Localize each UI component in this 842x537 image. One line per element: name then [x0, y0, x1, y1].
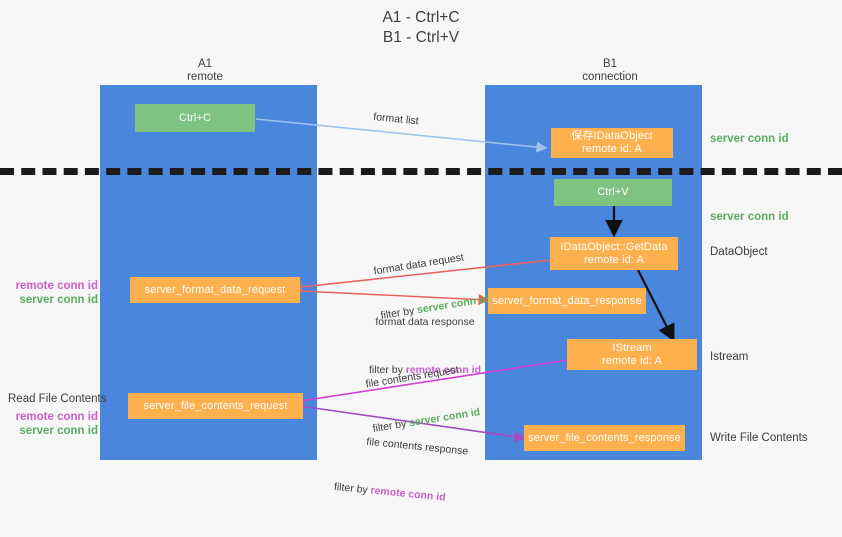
node-save-idataobject[interactable]: 保存IDataObject remote id: A — [551, 128, 673, 158]
column-header-a1: A1 remote — [187, 58, 223, 83]
right-label-dataobject: DataObject — [710, 246, 768, 258]
filter-prefix: filter by — [368, 364, 406, 376]
node-server-format-data-response[interactable]: server_format_data_response — [488, 288, 646, 314]
edge-label-line-filter: filter by remote conn id — [335, 363, 515, 378]
edge-label-line-filter: filter by remote conn id — [333, 480, 464, 507]
phase-separator — [0, 168, 842, 175]
column-header-b1: B1 connection — [582, 58, 638, 83]
edge-label-line-primary: file contents request — [364, 363, 460, 391]
left-label-conn-id-pair-top: remote conn id server conn id — [10, 279, 98, 307]
edge-label-line-primary: format data request — [372, 251, 465, 278]
left-label-conn-id-pair-bottom: remote conn id server conn id — [10, 410, 98, 438]
left-label-server-conn-id-top: server conn id — [19, 294, 98, 306]
right-label-server-conn-id-second: server conn id — [710, 211, 789, 223]
filter-key-remote-conn-id: remote conn id — [405, 364, 482, 376]
right-label-write-file-contents: Write File Contents — [710, 432, 808, 444]
edge-label-line-primary: file contents response — [365, 435, 469, 458]
node-ctrl-v[interactable]: Ctrl+V — [554, 179, 672, 206]
left-label-remote-conn-id-bottom: remote conn id — [15, 411, 98, 423]
edge-label-file-contents-response: file contents response filter by remote … — [333, 405, 471, 537]
left-label-server-conn-id-bottom: server conn id — [19, 425, 98, 437]
filter-prefix: filter by — [333, 480, 372, 497]
node-istream[interactable]: IStream remote id: A — [567, 339, 697, 370]
edge-label-format-data-response: format data response filter by remote co… — [335, 285, 515, 408]
node-server-file-contents-request[interactable]: server_file_contents_request — [128, 393, 303, 419]
right-label-istream: Istream — [710, 351, 749, 363]
right-label-server-conn-id-top: server conn id — [710, 133, 789, 145]
filter-key-remote-conn-id: remote conn id — [370, 484, 447, 504]
node-server-file-contents-response[interactable]: server_file_contents_response — [524, 425, 685, 451]
edge-label-format-list: format list — [372, 110, 420, 128]
node-server-format-data-request[interactable]: server_format_data_request — [130, 277, 300, 303]
page-title: A1 - Ctrl+C B1 - Ctrl+V — [382, 9, 460, 46]
node-idataobject-getdata[interactable]: IDataObject::GetData remote id: A — [550, 237, 678, 270]
diagram-canvas: A1 - Ctrl+C B1 - Ctrl+V A1 remote B1 con… — [0, 9, 842, 504]
left-label-read-file-contents: Read File Contents — [8, 393, 107, 405]
node-ctrl-c[interactable]: Ctrl+C — [135, 104, 255, 132]
left-label-remote-conn-id-top: remote conn id — [15, 280, 98, 292]
edge-label-line-primary: format data response — [375, 316, 475, 328]
